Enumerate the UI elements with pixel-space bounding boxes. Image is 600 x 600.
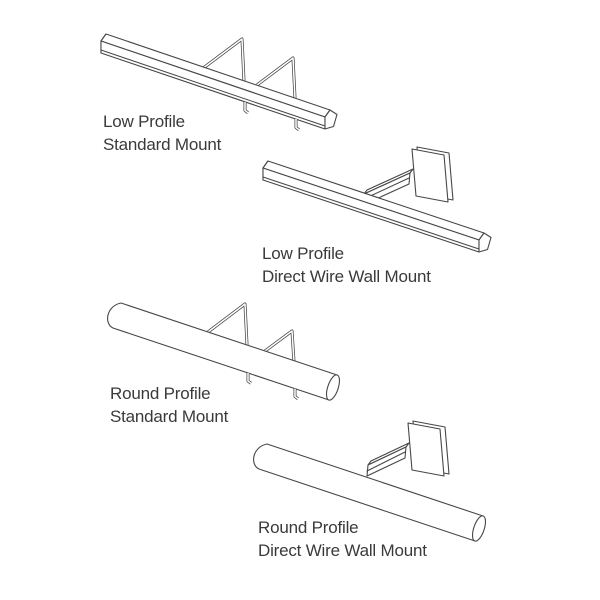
- label-line: Round Profile: [258, 518, 359, 537]
- round-profile-direct-wire-wall-mount-drawing: [253, 420, 487, 542]
- label-low-profile-standard-mount: Low Profile Standard Mount: [103, 110, 221, 156]
- label-round-profile-standard-mount: Round Profile Standard Mount: [110, 382, 228, 428]
- label-line: Direct Wire Wall Mount: [262, 267, 431, 286]
- low-profile-standard-mount-drawing: [100, 33, 338, 131]
- label-line: Standard Mount: [110, 407, 229, 426]
- label-line: Low Profile: [103, 112, 185, 131]
- low-profile-direct-wire-wall-mount-drawing: [262, 146, 492, 253]
- label-low-profile-direct-wire-wall-mount: Low Profile Direct Wire Wall Mount: [262, 242, 431, 288]
- label-line: Direct Wire Wall Mount: [258, 541, 427, 560]
- label-line: Low Profile: [262, 244, 344, 263]
- round-profile-standard-mount-drawing: [107, 302, 341, 401]
- label-round-profile-direct-wire-wall-mount: Round Profile Direct Wire Wall Mount: [258, 516, 427, 562]
- label-line: Standard Mount: [103, 135, 222, 154]
- label-line: Round Profile: [110, 384, 211, 403]
